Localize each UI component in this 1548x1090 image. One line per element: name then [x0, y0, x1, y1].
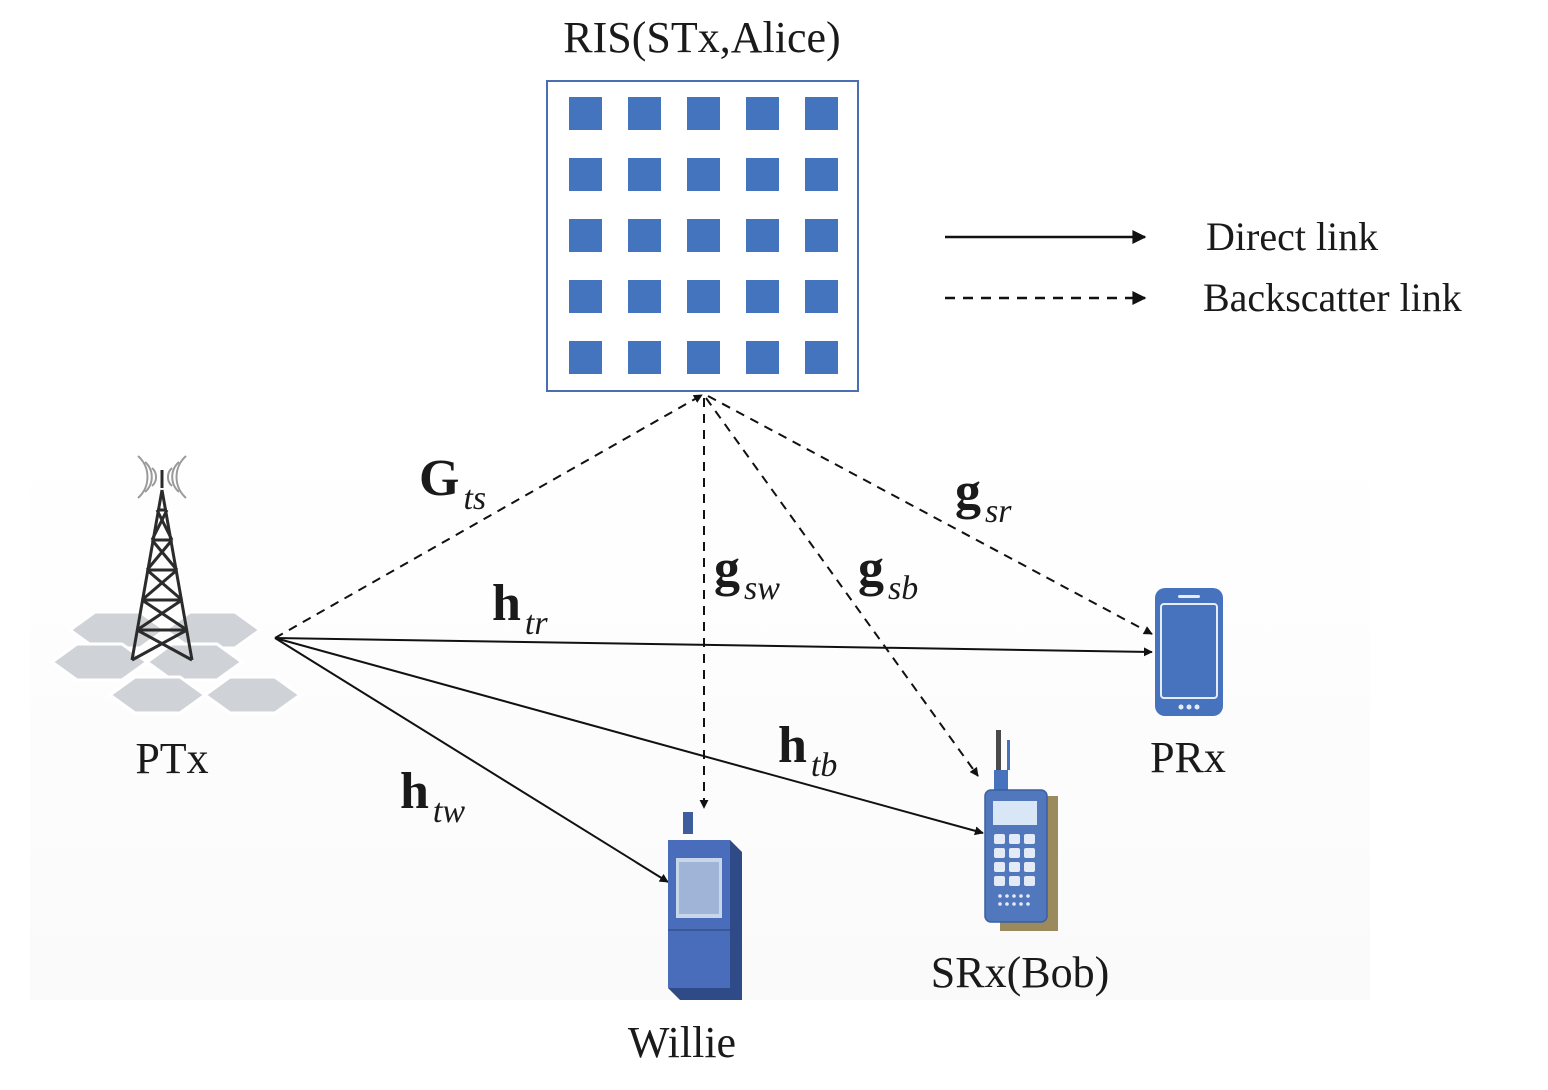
label-willie: Willie	[628, 1018, 736, 1067]
ris-title: RIS(STx,Alice)	[563, 13, 840, 62]
legend-direct-label: Direct link	[1206, 214, 1378, 259]
ris-element	[687, 219, 720, 252]
ris-element	[746, 280, 779, 313]
ris-element	[687, 97, 720, 130]
ris-element	[628, 341, 661, 374]
ris-element	[628, 219, 661, 252]
ris-element	[687, 158, 720, 191]
keypad-key	[1024, 876, 1035, 886]
ris-element	[805, 219, 838, 252]
speaker-dot	[1005, 902, 1009, 906]
link-htb	[274, 637, 984, 836]
keypad	[994, 834, 1035, 906]
speaker-dot	[998, 894, 1002, 898]
ris-element	[569, 158, 602, 191]
ris-element	[628, 280, 661, 313]
direct-links	[274, 637, 1153, 883]
link-htr	[274, 637, 1153, 657]
keypad-key	[994, 834, 1005, 844]
ris-element	[569, 219, 602, 252]
keypad-key	[1024, 834, 1035, 844]
keypad-key	[1024, 848, 1035, 858]
keypad-key	[994, 848, 1005, 858]
keypad-key	[1024, 862, 1035, 872]
keypad-key	[994, 876, 1005, 886]
ris-element	[746, 219, 779, 252]
ris-element	[628, 97, 661, 130]
speaker-dot	[1026, 894, 1030, 898]
label-srx: SRx(Bob)	[931, 948, 1109, 997]
cell-phone-icon	[984, 730, 1058, 931]
base-station-tower-icon	[49, 455, 303, 715]
ris-element	[746, 341, 779, 374]
ris-element	[687, 280, 720, 313]
link-htw	[274, 637, 669, 883]
ris-panel	[546, 80, 859, 392]
ris-element	[628, 158, 661, 191]
backscatter-links	[274, 394, 1153, 809]
smartphone-icon	[1155, 588, 1223, 716]
keypad-key	[1009, 848, 1020, 858]
keypad-key	[1009, 862, 1020, 872]
ris-element	[687, 341, 720, 374]
speaker-dot	[1012, 902, 1016, 906]
ris-element	[569, 97, 602, 130]
keypad-key	[1009, 834, 1020, 844]
legend: Direct link Backscatter link	[945, 214, 1462, 320]
ris-element	[805, 97, 838, 130]
ris-element-grid	[569, 97, 838, 374]
speaker-dot	[1019, 894, 1023, 898]
speaker-dot	[998, 902, 1002, 906]
speaker-dot	[1019, 902, 1023, 906]
ris-element	[569, 341, 602, 374]
legend-backscatter-label: Backscatter link	[1203, 275, 1462, 320]
keypad-key	[1009, 876, 1020, 886]
link-gsb	[705, 397, 979, 777]
ris-element	[805, 280, 838, 313]
speaker-dot	[1005, 894, 1009, 898]
keypad-key	[994, 862, 1005, 872]
ris-element	[805, 158, 838, 191]
link-Gts	[274, 394, 703, 639]
label-prx: PRx	[1150, 733, 1226, 782]
label-ptx: PTx	[135, 734, 208, 783]
ris-element	[746, 158, 779, 191]
ris-element	[746, 97, 779, 130]
link-gsr	[707, 395, 1153, 635]
speaker-dot	[1026, 902, 1030, 906]
ris-element	[569, 280, 602, 313]
walkie-talkie-icon	[668, 812, 742, 1000]
ris-element	[805, 341, 838, 374]
speaker-dot	[1012, 894, 1016, 898]
